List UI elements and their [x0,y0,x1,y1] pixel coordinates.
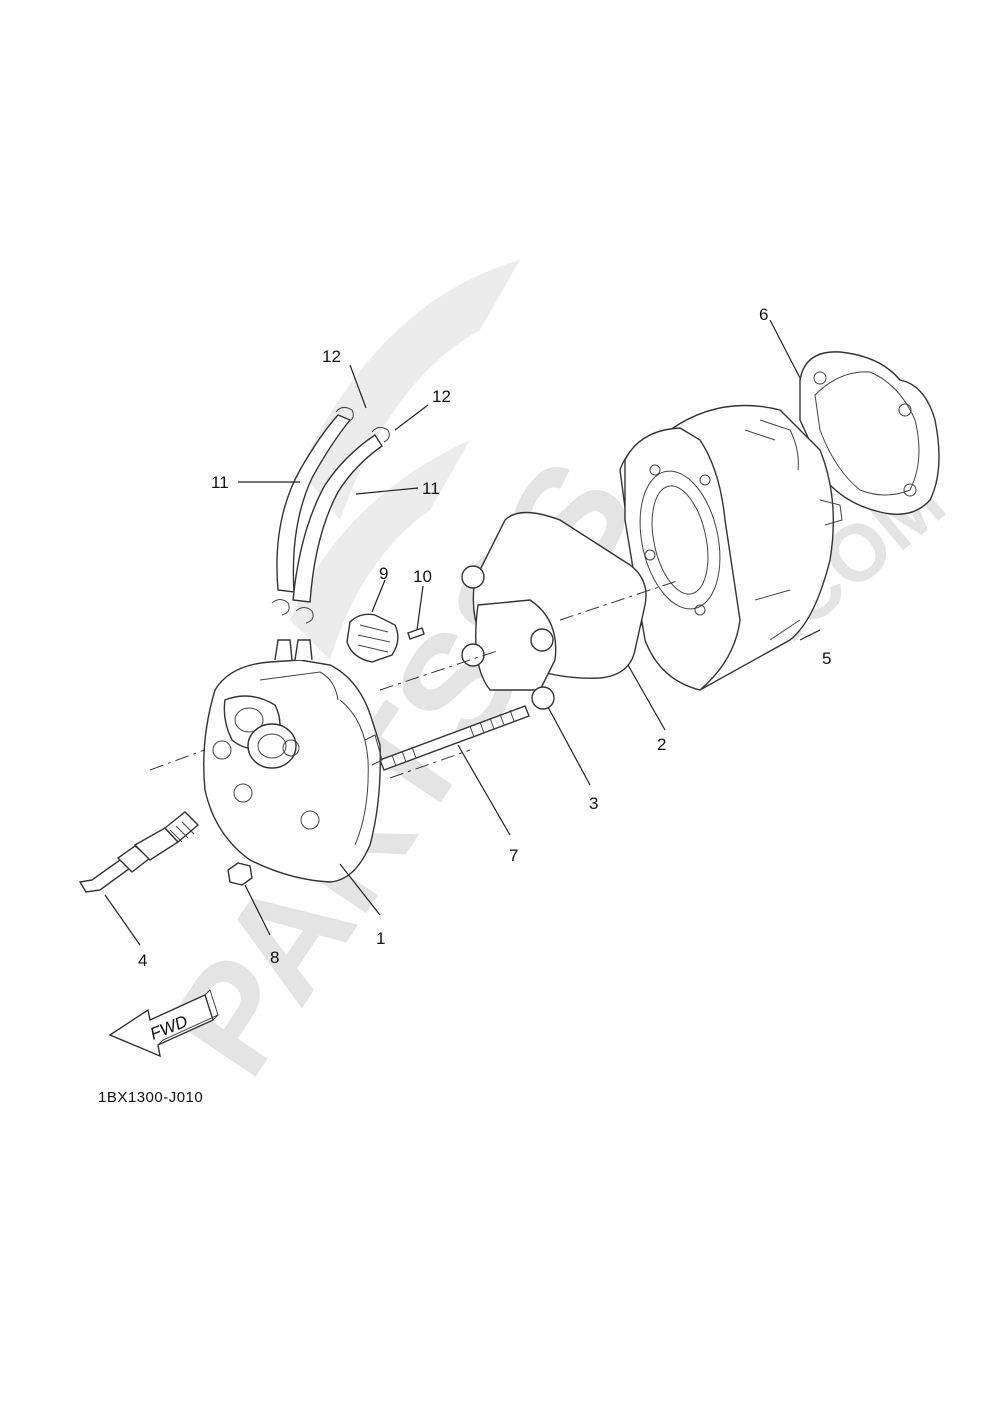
callout-11-right: 11 [422,479,440,498]
callout-labels: 1 2 3 4 5 6 7 8 9 10 11 11 12 12 [138,305,831,970]
hose-right [292,434,383,603]
callout-10: 10 [413,567,432,586]
hose-left [276,414,352,593]
diagram-code: 1BX1300-J010 [98,1089,204,1106]
callout-4: 4 [138,951,147,970]
callout-5: 5 [822,649,831,668]
assembly-axis [149,579,681,771]
callout-11-left: 11 [211,473,229,492]
stud-bolt [379,705,530,771]
callout-8: 8 [270,948,279,967]
callout-7: 7 [509,846,518,865]
cylinder-head [203,639,383,883]
nut [227,862,253,886]
callout-6: 6 [759,305,768,324]
callout-9: 9 [379,564,388,583]
leader-lines [104,319,821,946]
thermostat [346,613,399,663]
callout-12-left: 12 [322,347,341,366]
cylinder [619,404,843,691]
callout-1: 1 [376,929,385,948]
hose-clamps [271,406,390,624]
callout-3: 3 [589,794,598,813]
watermark-swoosh [290,260,520,660]
base-gasket [799,351,940,515]
spark-plug [78,811,200,893]
callout-2: 2 [657,735,666,754]
callout-12-right: 12 [432,387,451,406]
